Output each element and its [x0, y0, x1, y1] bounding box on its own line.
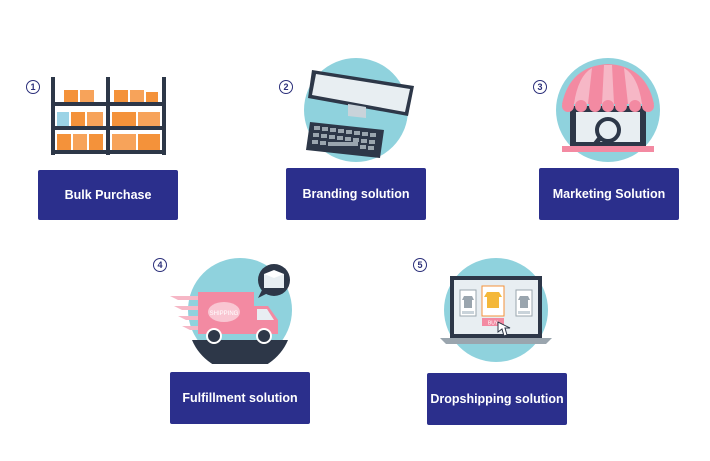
- storefront-search-icon: [556, 58, 660, 162]
- laptop-icon: [304, 58, 414, 162]
- step-number: 1: [26, 80, 40, 94]
- step-number: 2: [279, 80, 293, 94]
- shipping-truck-icon: SHIPPING: [170, 258, 292, 364]
- warehouse-shelves-icon: [51, 77, 166, 155]
- step-label: Dropshipping solution: [427, 373, 567, 425]
- step-label: Branding solution: [286, 168, 426, 220]
- step-label: Bulk Purchase: [38, 170, 178, 220]
- online-shop-laptop-icon: BUY: [440, 258, 552, 362]
- buy-text: BUY: [488, 321, 499, 327]
- step-number: 3: [533, 80, 547, 94]
- step-number: 5: [413, 258, 427, 272]
- step-label: Marketing Solution: [539, 168, 679, 220]
- step-label: Fulfillment solution: [170, 372, 310, 424]
- step-number: 4: [153, 258, 167, 272]
- truck-text: SHIPPING: [210, 311, 239, 317]
